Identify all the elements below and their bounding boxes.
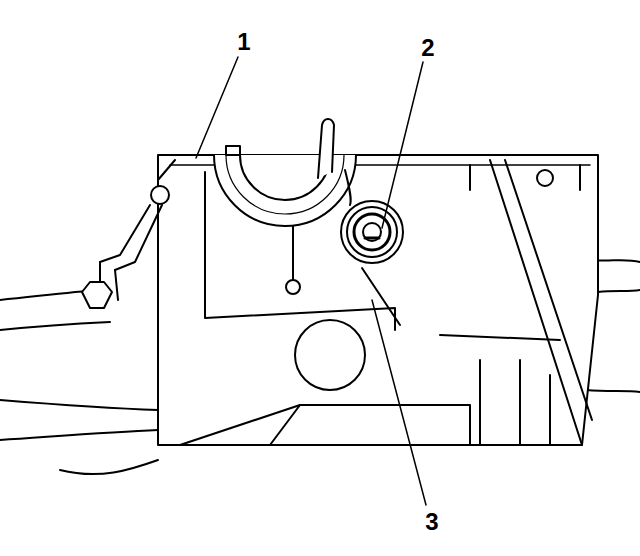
bore	[295, 320, 365, 390]
outline-line	[345, 170, 351, 205]
bearing-journal	[240, 155, 330, 200]
outline-line	[0, 322, 110, 330]
outline-line	[490, 160, 582, 445]
callout-number: 2	[421, 36, 434, 60]
bearing-journal	[214, 155, 356, 226]
callout-number: 3	[425, 510, 438, 534]
cylinder-head-body	[158, 155, 598, 445]
outline-line	[470, 165, 580, 190]
bracket	[100, 160, 175, 270]
outline-line	[480, 360, 550, 445]
outline-line	[505, 160, 592, 420]
bearing-cap-tab	[226, 146, 240, 155]
leader-line	[382, 62, 423, 228]
lug	[318, 119, 334, 178]
oil-passage	[292, 226, 294, 280]
callout-number: 1	[237, 30, 250, 54]
leader-line	[196, 57, 238, 158]
outline-line	[0, 400, 158, 410]
outline-line	[60, 460, 158, 474]
bolt-head	[365, 237, 379, 240]
outline-line	[362, 268, 400, 325]
oil-hole	[286, 280, 300, 294]
washer	[347, 207, 397, 257]
outline-line	[586, 390, 640, 392]
outline-line	[180, 405, 470, 445]
washer	[341, 201, 403, 263]
small-hole	[537, 170, 553, 186]
outline-line	[270, 405, 300, 445]
outline-line	[0, 430, 158, 440]
bolt-head	[363, 223, 381, 241]
leader-line	[372, 300, 426, 505]
small-hole	[151, 186, 169, 204]
outline-line	[598, 290, 640, 292]
outline-line	[440, 335, 560, 340]
bolt-hex	[82, 282, 112, 308]
